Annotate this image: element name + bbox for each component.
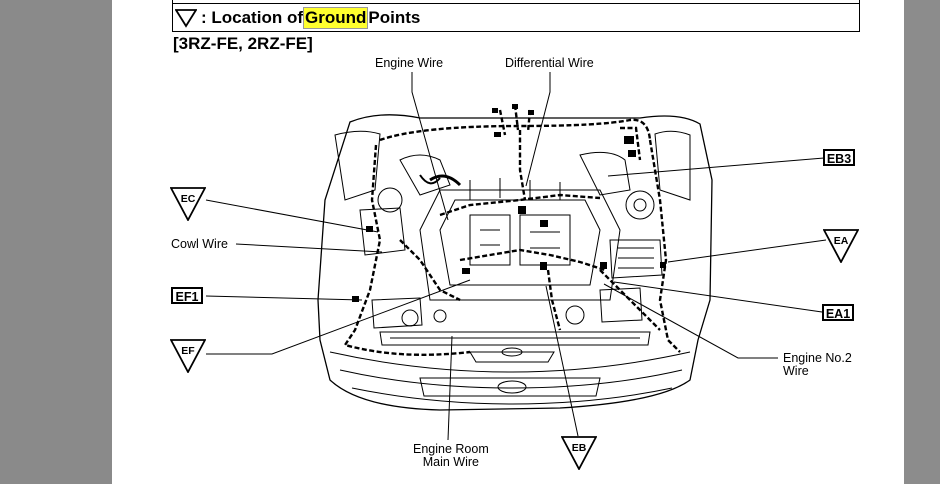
- leader-differential-wire: [525, 72, 551, 187]
- connector-eb3: EB3: [823, 149, 855, 166]
- label-differential-wire: Differential Wire: [505, 56, 594, 70]
- legend-suffix: Points: [368, 8, 421, 27]
- label-engine-room-main-wire: Engine Room Main Wire: [413, 443, 489, 469]
- leader-ef1: [205, 295, 363, 301]
- label-engine-no2-wire: Engine No.2 Wire: [783, 352, 852, 378]
- legend-prefix: : Location of: [201, 8, 303, 27]
- legend-ground-points: : Location of Ground Points: [175, 6, 420, 30]
- leader-ef: [206, 279, 471, 355]
- legend-highlight-ground: Ground: [302, 7, 369, 29]
- connector-ea1: EA1: [822, 304, 854, 321]
- leader-engine-wire: [411, 72, 449, 221]
- leader-engine-room-main-wire: [447, 335, 453, 441]
- document-page: [112, 0, 904, 484]
- leader-engine-no2-wire: [603, 283, 778, 359]
- viewer-background: [904, 0, 940, 484]
- ground-point-ef: EF: [170, 339, 206, 373]
- engine-bay-outline: [317, 114, 713, 411]
- ground-point-eb: EB: [561, 436, 597, 470]
- leader-ea: [667, 239, 827, 263]
- label-engine-room-main-wire-line2: Main Wire: [422, 455, 479, 469]
- ground-triangle-icon: [175, 9, 197, 28]
- radiator: [379, 331, 651, 346]
- leader-eb: [545, 285, 579, 437]
- leader-ea1: [613, 281, 823, 313]
- ground-point-eb-label: EB: [571, 442, 587, 454]
- label-engine-wire: Engine Wire: [375, 56, 444, 70]
- ground-point-ec-label: EC: [180, 193, 196, 205]
- wire-harness: [343, 104, 681, 356]
- engine-model-title: [3RZ-FE, 2RZ-FE]: [173, 34, 313, 53]
- leader-eb3: [607, 157, 825, 177]
- ground-point-ec: EC: [170, 187, 206, 221]
- leader-cowl-wire: [235, 243, 383, 253]
- legend-divider: [173, 3, 859, 4]
- ground-point-ea: EA: [823, 229, 859, 263]
- ground-triangle-icon: [823, 229, 859, 263]
- front-bumper: [329, 351, 691, 373]
- ground-point-ef-label: EF: [181, 345, 195, 357]
- label-cowl-wire: Cowl Wire: [171, 237, 228, 251]
- label-engine-no2-wire-line1: Engine No.2: [783, 351, 852, 365]
- ground-triangle-icon: [170, 339, 206, 373]
- ground-point-ea-label: EA: [833, 235, 849, 247]
- leader-ec: [205, 199, 379, 233]
- engine-block: [419, 189, 621, 301]
- label-engine-no2-wire-line2: Wire: [783, 364, 809, 378]
- connector-ef1: EF1: [171, 287, 203, 304]
- label-engine-room-main-wire-line1: Engine Room: [413, 442, 489, 456]
- emblem: [497, 380, 527, 394]
- ground-triangle-icon: [170, 187, 206, 221]
- legend-box: : Location of Ground Points: [172, 0, 860, 32]
- ground-triangle-icon: [561, 436, 597, 470]
